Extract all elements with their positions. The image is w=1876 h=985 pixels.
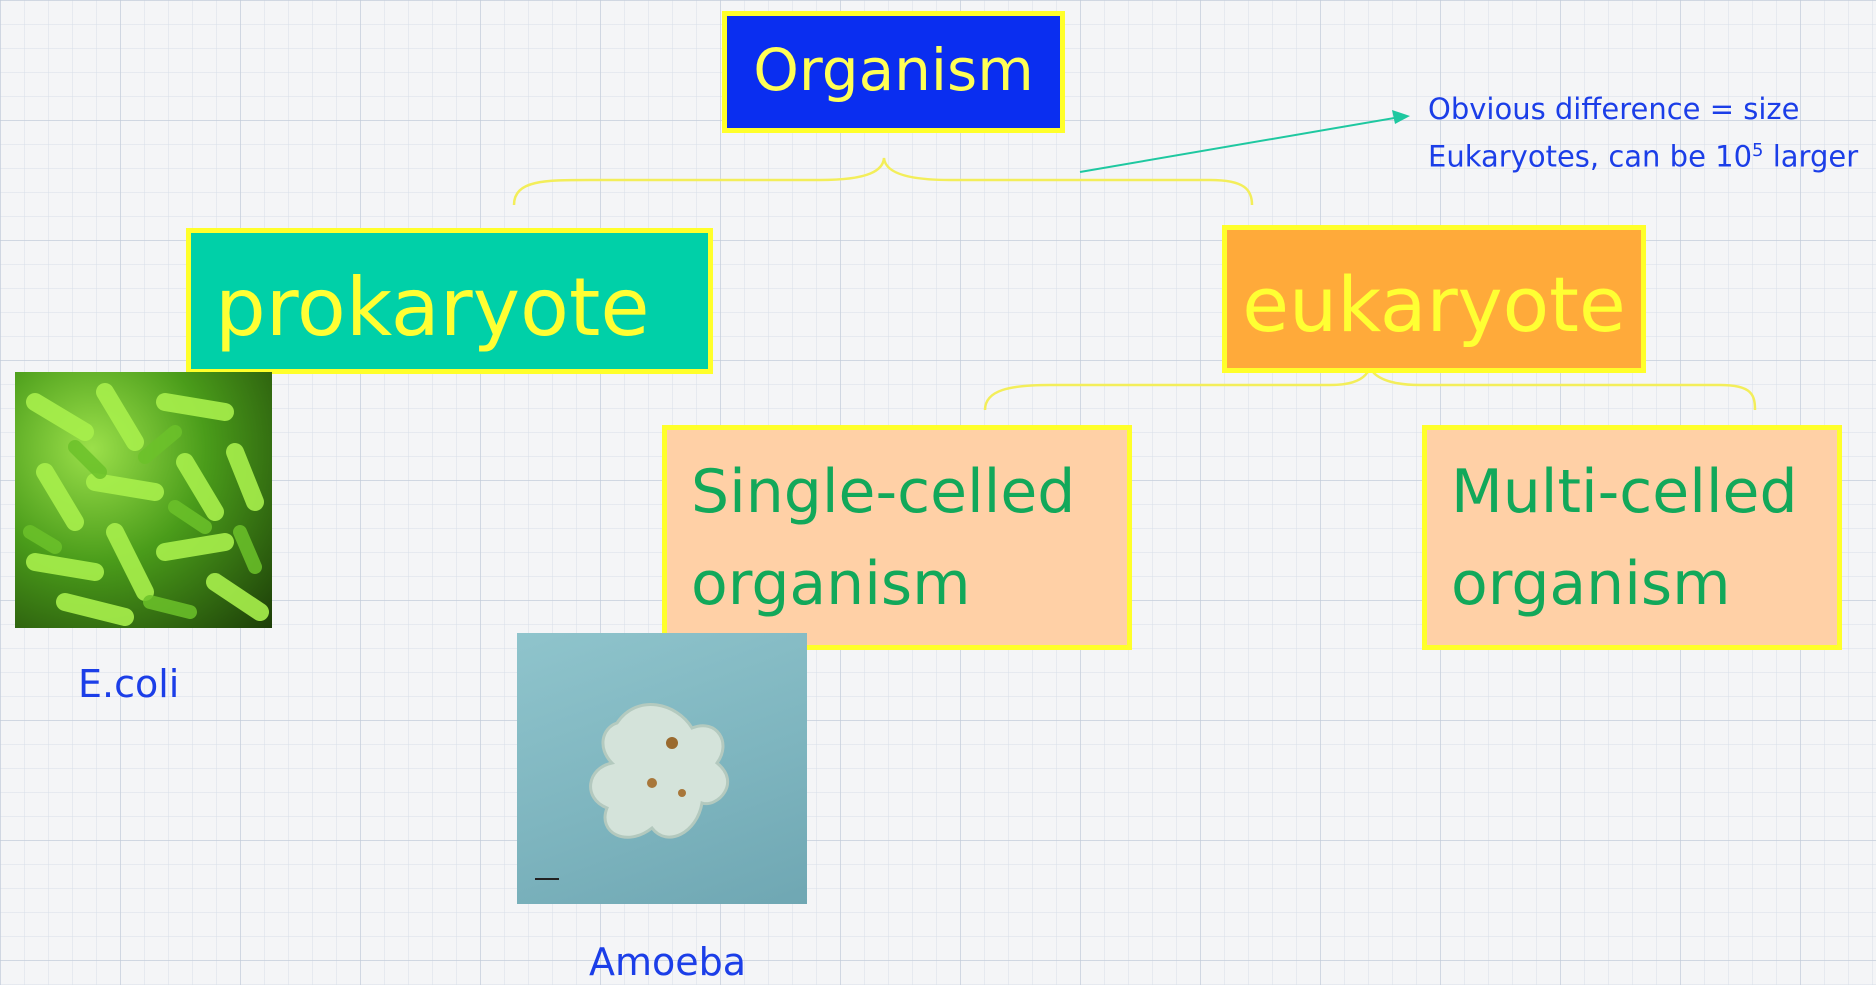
eukaryote-label: eukaryote bbox=[1227, 230, 1641, 380]
size-arrow-line bbox=[1080, 117, 1400, 172]
single-celled-label-line2: organism bbox=[667, 538, 1127, 630]
single-celled-node: Single-celled organism bbox=[662, 425, 1132, 650]
organism-brace bbox=[514, 158, 1252, 205]
size-annotation-line2: Eukaryotes, can be 105 larger bbox=[1428, 130, 1858, 178]
ecoli-caption: E.coli bbox=[78, 662, 179, 706]
prokaryote-node: prokaryote bbox=[186, 228, 713, 374]
multi-celled-label-line1: Multi-celled bbox=[1427, 446, 1837, 538]
eukaryote-node: eukaryote bbox=[1222, 225, 1646, 373]
organism-label: Organism bbox=[727, 16, 1060, 124]
size-annotation: Obvious difference = size Eukaryotes, ca… bbox=[1428, 88, 1858, 178]
single-celled-label-line1: Single-celled bbox=[667, 446, 1127, 538]
size-annotation-exponent: 5 bbox=[1752, 140, 1763, 161]
size-annotation-line1: Obvious difference = size bbox=[1428, 88, 1858, 130]
prokaryote-label: prokaryote bbox=[191, 233, 708, 383]
multi-celled-label-line2: organism bbox=[1427, 538, 1837, 630]
organism-node: Organism bbox=[722, 11, 1065, 133]
size-annotation-prefix: Eukaryotes, can be 10 bbox=[1428, 140, 1752, 174]
size-arrow-head bbox=[1392, 110, 1410, 124]
multi-celled-node: Multi-celled organism bbox=[1422, 425, 1842, 650]
ecoli-micrograph bbox=[15, 372, 272, 628]
amoeba-caption: Amoeba bbox=[589, 940, 746, 984]
size-annotation-suffix: larger bbox=[1763, 140, 1858, 174]
amoeba-micrograph bbox=[517, 633, 807, 904]
